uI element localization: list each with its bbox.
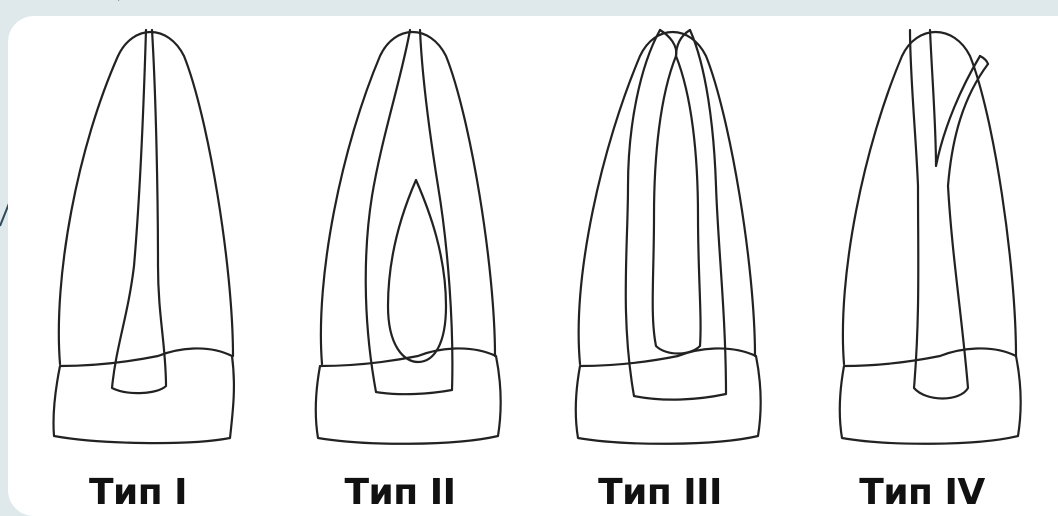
tooth-single-canal-icon: [8, 16, 268, 466]
figure-type-1: Тип I: [8, 16, 268, 516]
tooth-split-rejoin-canal-icon: [270, 16, 530, 466]
figure-label: Тип III: [530, 472, 790, 513]
figure-type-4: Тип IV: [792, 16, 1052, 516]
diagram-panel: Тип I Тип II Тип III: [8, 16, 1058, 516]
tooth-split-canal-icon: [792, 16, 1052, 466]
figure-label: Тип IV: [792, 472, 1052, 513]
figure-label: Тип I: [8, 472, 268, 513]
figure-label: Тип II: [270, 472, 530, 513]
tooth-two-separate-canals-icon: [530, 16, 790, 466]
figure-type-3: Тип III: [530, 16, 790, 516]
figure-type-2: Тип II: [270, 16, 530, 516]
